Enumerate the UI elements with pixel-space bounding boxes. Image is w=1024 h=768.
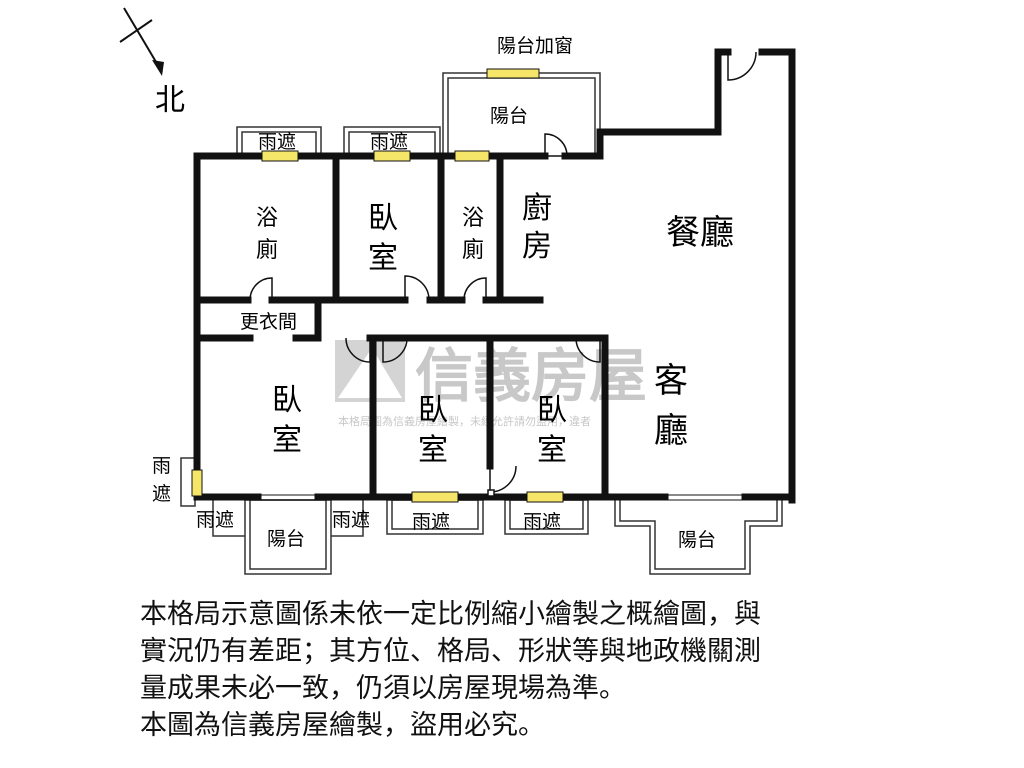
door-bath1 [249, 277, 273, 301]
windows [191, 68, 564, 503]
bedroom-s1-label-2: 室 [418, 433, 448, 468]
canopy-n1-label: 雨遮 [258, 131, 296, 153]
balcony-window-label: 陽台加窗 [497, 35, 573, 57]
balcony-sw-label: 陽台 [267, 528, 305, 550]
door-bath-south [489, 465, 517, 493]
north-label: 北 [155, 83, 185, 118]
bedroom-n-label-1: 臥 [368, 201, 398, 236]
door-entrance [727, 51, 757, 81]
balcony-north-label: 陽台 [490, 105, 528, 127]
door-bedroom-w [345, 337, 371, 363]
bath1-label-2: 廁 [256, 238, 278, 263]
closet-label: 更衣間 [240, 311, 297, 333]
bedroom-s2-label-1: 臥 [537, 393, 567, 428]
canopy-s2-label: 雨遮 [332, 509, 370, 531]
living-label-2: 廳 [654, 411, 688, 451]
doors [249, 51, 757, 497]
disclaimer-line: 量成果未必一致，仍須以房屋現場為準。 [140, 673, 626, 704]
disclaimer-line: 本格局示意圖係未依一定比例縮小繪製之概繪圖，與 [140, 599, 761, 630]
bedroom-w-label-1: 臥 [272, 383, 302, 418]
bedroom-w-label-2: 室 [272, 423, 302, 458]
bath2-label-2: 廁 [462, 238, 484, 263]
canopy-s3-label: 雨遮 [412, 511, 450, 533]
door-bedroom-n [404, 275, 430, 301]
kitchen-label-1: 廚 [522, 191, 552, 226]
canopy-n2-label: 雨遮 [370, 131, 408, 153]
bath2-label-1: 浴 [462, 206, 484, 231]
sliding-doors [258, 494, 745, 501]
disclaimer-line: 實況仍有差距；其方位、格局、形狀等與地政機關測 [140, 636, 761, 667]
disclaimer-line: 本圖為信義房屋繪製，盜用必究。 [140, 710, 545, 741]
door-bedroom-s1 [382, 337, 408, 363]
dining-label: 餐廳 [666, 213, 734, 253]
walls [193, 48, 796, 504]
bedroom-n-label-2: 室 [368, 241, 398, 276]
canopy-s4-label: 雨遮 [523, 511, 561, 533]
living-label-1: 客 [654, 361, 688, 401]
watermark-brand: 信義房屋 [415, 342, 647, 410]
disclaimer: 本格局示意圖係未依一定比例縮小繪製之概繪圖，與 實況仍有差距；其方位、格局、形狀… [140, 596, 920, 744]
canopy-west-label-2: 遮 [152, 483, 171, 505]
canopy-s1-label: 雨遮 [196, 509, 234, 531]
canopy-west-label-1: 雨 [152, 455, 171, 477]
bedroom-s2-label-2: 室 [537, 433, 567, 468]
watermark-notice: 本格局圖為信義房屋繪製，未經允許請勿盜用，違者 [338, 414, 591, 428]
door-bath2 [463, 277, 487, 301]
balcony-se-label: 陽台 [678, 529, 716, 551]
door-balcony [544, 133, 568, 157]
kitchen-label-2: 房 [522, 229, 552, 264]
bath1-label-1: 浴 [256, 206, 278, 231]
bedroom-s1-label-1: 臥 [418, 393, 448, 428]
door-bedroom-s2 [575, 337, 601, 363]
north-arrow-icon [119, 7, 164, 76]
